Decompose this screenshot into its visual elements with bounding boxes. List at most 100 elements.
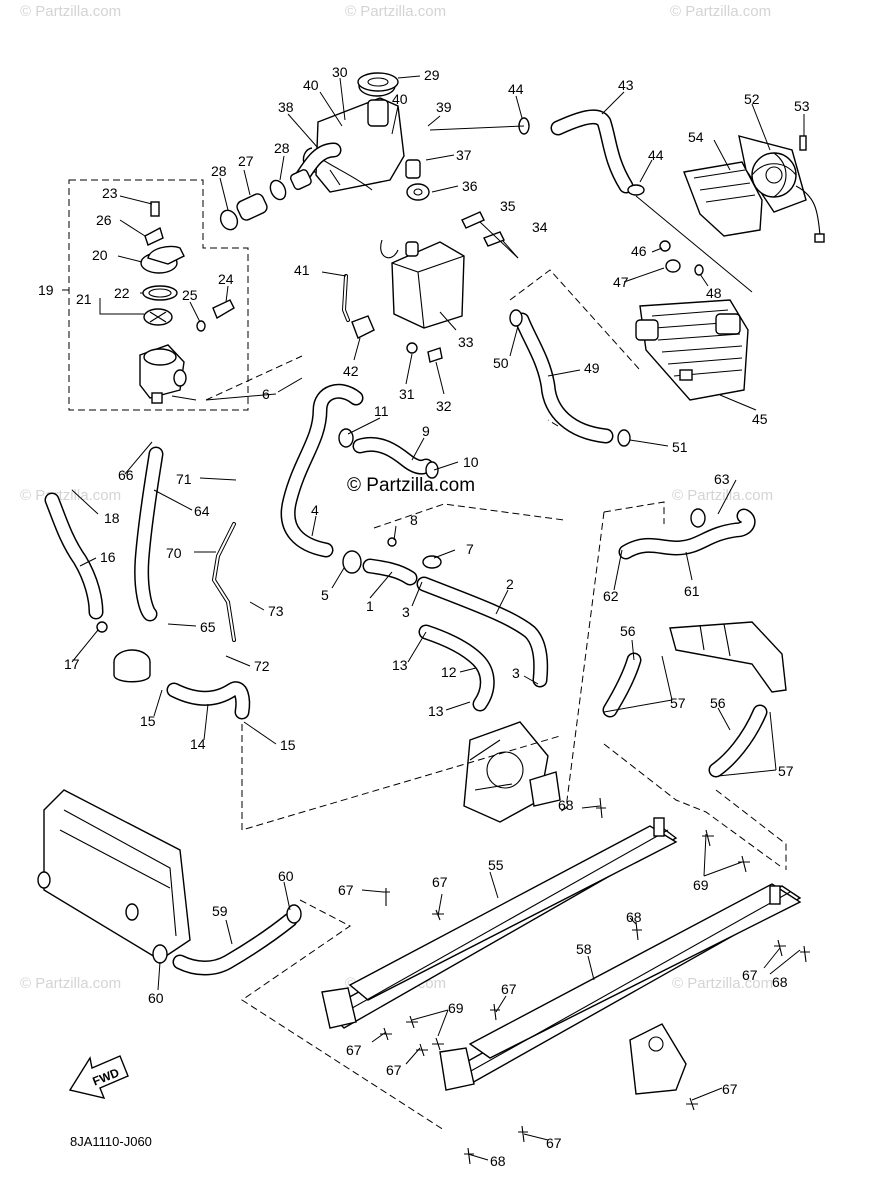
callout-71: 71 [176,471,192,487]
callout-57: 57 [670,695,686,711]
hose-61 [618,508,756,560]
callout-44: 44 [648,147,664,163]
watermark-text: © Partzilla.com [672,975,773,992]
center-watermark: © Partzilla.com [347,475,475,496]
callout-40: 40 [303,77,319,93]
callout-23: 23 [102,185,118,201]
hose-12 [418,624,495,712]
callout-47: 47 [613,274,629,290]
callout-16: 16 [100,549,116,565]
callout-33: 33 [458,334,474,350]
watermark-text: © Partzilla.com [20,3,121,20]
hose-41-bracket-42 [341,274,375,339]
callout-63: 63 [714,471,730,487]
callout-59: 59 [212,903,228,919]
callout-21: 21 [76,291,92,307]
water-pump [463,721,561,823]
hose-27-and-clamps-28 [219,169,312,231]
callout-8: 8 [410,512,418,528]
radiator-cap [357,72,399,92]
callout-39: 39 [436,99,452,115]
callout-14: 14 [190,736,206,752]
callout-19: 19 [38,282,54,298]
callout-27: 27 [238,153,254,169]
callout-67: 67 [432,874,448,890]
mount-bracket [629,1023,687,1095]
watermark-text: © Partzilla.com [670,3,771,20]
callout-13: 13 [392,657,408,673]
callout-69: 69 [693,877,709,893]
callout-72: 72 [254,658,270,674]
callout-34: 34 [532,219,548,235]
callout-58: 58 [576,941,592,957]
callout-40: 40 [392,91,408,107]
callout-51: 51 [672,439,688,455]
pipe-70 [211,522,236,642]
reference-lines [205,269,787,1131]
callout-49: 49 [584,360,600,376]
callout-68: 68 [558,797,574,813]
callout-50: 50 [493,355,509,371]
callout-64: 64 [194,503,210,519]
callout-13: 13 [428,703,444,719]
callout-6: 6 [262,386,270,402]
coolant-reservoir-upper [302,75,405,193]
bolts-34-35 [461,211,519,259]
callout-67: 67 [386,1062,402,1078]
callout-42: 42 [343,363,359,379]
callout-36: 36 [462,178,478,194]
callout-61: 61 [684,583,700,599]
callout-62: 62 [603,588,619,604]
watermark-text: © Partzilla.com [672,487,773,504]
callout-70: 70 [166,545,182,561]
pipe-1 [342,537,442,586]
fwd-direction-arrow: FWD [68,1055,129,1099]
callout-69: 69 [448,1000,464,1016]
callout-1: 1 [366,598,374,614]
callout-37: 37 [456,147,472,163]
callout-10: 10 [463,454,479,470]
callout-48: 48 [706,285,722,301]
bolts-31-32 [406,342,443,363]
pipe-58 [439,883,802,1091]
callout-56: 56 [620,623,636,639]
callout-67: 67 [742,967,758,983]
hose-64 [134,446,164,622]
watermark-text: © Partzilla.com [20,975,121,992]
callout-18: 18 [104,510,120,526]
radiator-45 [635,299,749,401]
callout-67: 67 [338,882,354,898]
callout-67: 67 [546,1135,562,1151]
callout-30: 30 [332,64,348,80]
callout-45: 45 [752,411,768,427]
callout-43: 43 [618,77,634,93]
callout-3: 3 [512,665,520,681]
thermostat-group-box [62,179,249,411]
front-frame-assembly [37,789,191,961]
callout-67: 67 [501,981,517,997]
callout-65: 65 [200,619,216,635]
callout-38: 38 [278,99,294,115]
callout-28: 28 [274,140,290,156]
callout-29: 29 [424,67,440,83]
callout-12: 12 [441,664,457,680]
watermark-text: © Partzilla.com [345,3,446,20]
callout-53: 53 [794,98,810,114]
pipe-55 [321,817,678,1029]
callout-66: 66 [118,467,134,483]
callout-73: 73 [268,603,284,619]
hose-56-upper [602,652,642,718]
hose-4 [280,383,364,558]
callout-67: 67 [722,1081,738,1097]
hose-2 [416,576,549,688]
hose-56-lower [708,704,768,778]
cooling-fan-assembly [683,135,825,243]
callout-7: 7 [466,541,474,557]
callout-68: 68 [772,974,788,990]
callout-3: 3 [402,604,410,620]
callout-44: 44 [508,81,524,97]
callout-46: 46 [631,243,647,259]
callout-55: 55 [488,857,504,873]
callout-15: 15 [280,737,296,753]
